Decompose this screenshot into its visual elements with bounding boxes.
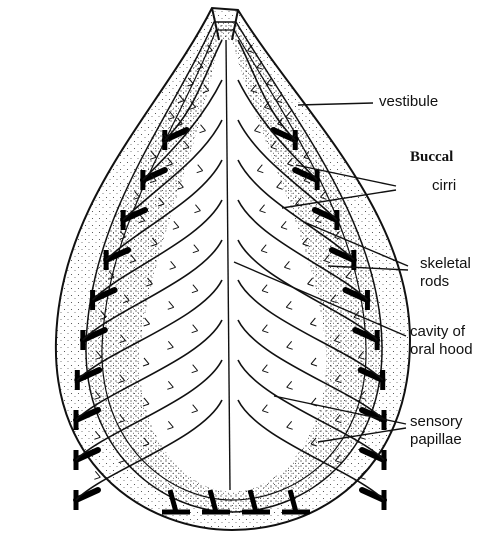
label-papillae: papillae: [410, 431, 462, 448]
label-cavity-of: cavity of: [410, 323, 465, 340]
label-rods: rods: [420, 273, 449, 290]
label-buccal: Buccal: [410, 149, 453, 166]
label-oral-hood: oral hood: [410, 341, 473, 358]
label-sensory: sensory: [410, 413, 463, 430]
leader-vestibule: [298, 103, 373, 105]
label-vestibule: vestibule: [379, 93, 438, 110]
label-skeletal: skeletal: [420, 255, 471, 272]
label-cirri: cirri: [432, 177, 456, 194]
